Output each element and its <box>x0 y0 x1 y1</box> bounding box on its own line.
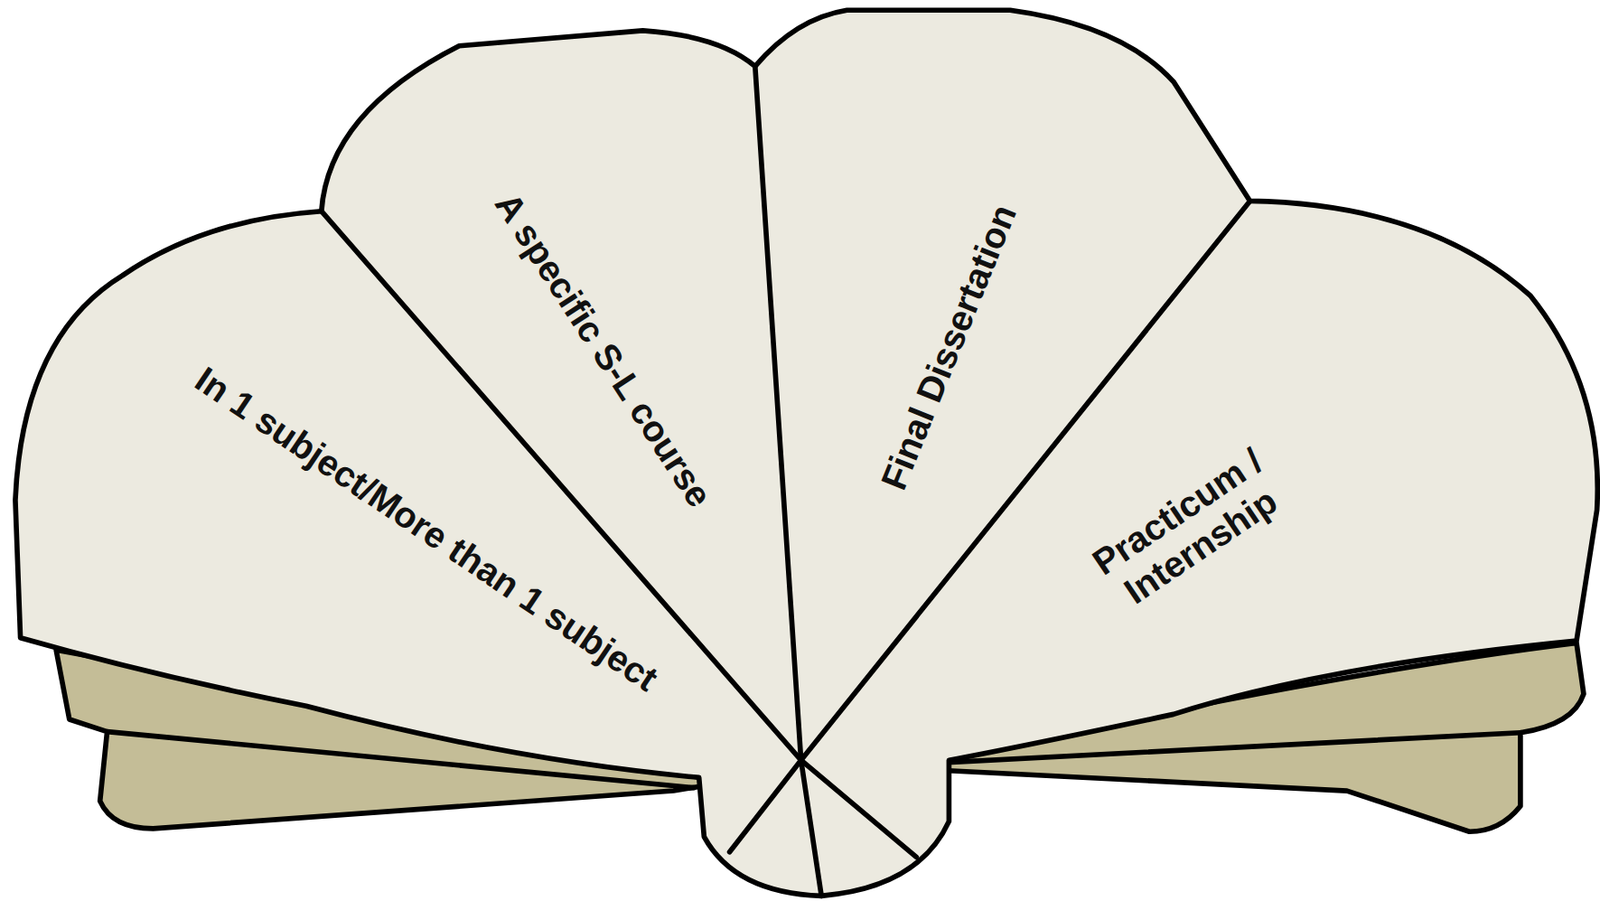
fan-rib <box>755 65 802 760</box>
fan-segment: Final Dissertation <box>872 198 1025 496</box>
fan-rib <box>801 200 1251 760</box>
fan-rib <box>729 759 802 852</box>
fan-rib <box>801 759 823 896</box>
fan-ribs <box>321 65 1251 896</box>
fan-segment: Practicum / Internship <box>1064 425 1313 631</box>
segment-label: A specific S-L course <box>486 185 721 515</box>
fan-body <box>15 9 1598 896</box>
segment-label: Practicum / Internship <box>1064 425 1313 631</box>
fan-rib <box>801 759 917 857</box>
segment-label: In 1 subject/More than 1 subject <box>187 357 666 699</box>
fan-segment: A specific S-L course <box>486 185 721 515</box>
fan-segment: In 1 subject/More than 1 subject <box>187 357 666 699</box>
segment-label: Final Dissertation <box>872 198 1025 496</box>
